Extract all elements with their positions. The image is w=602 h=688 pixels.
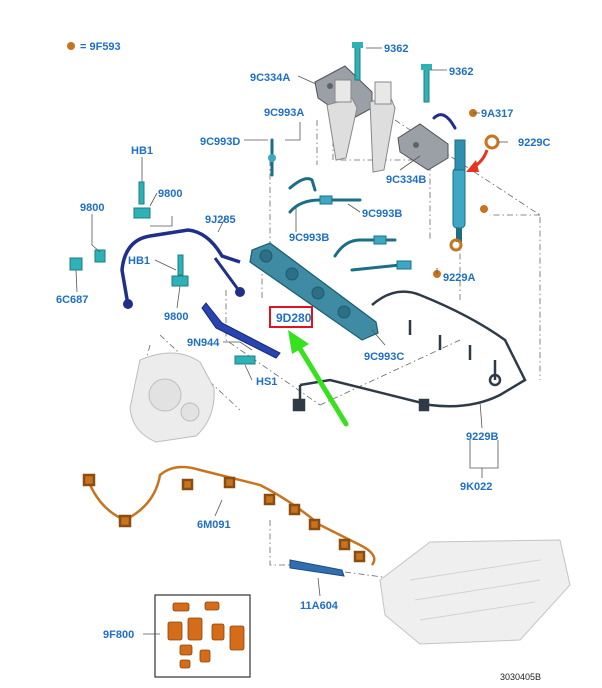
- label-9800-c: 9800: [164, 311, 188, 323]
- label-9c993a: 9C993A: [264, 107, 304, 119]
- image-code: 3030405B: [500, 672, 541, 682]
- label-9362-a: 9362: [384, 43, 408, 55]
- connector-kit-box: [154, 594, 251, 678]
- label-9362-b: 9362: [449, 66, 473, 78]
- bolt-9362-1: [352, 42, 363, 81]
- label-9229a: 9229A: [443, 272, 475, 284]
- injector-grey-1: [326, 79, 358, 161]
- label-9c993b-b: 9C993B: [289, 232, 329, 244]
- cylinder-head-silhouette: [379, 539, 571, 645]
- label-hs1: HS1: [256, 376, 277, 388]
- label-9800-a: 9800: [158, 188, 182, 200]
- red-arrow-icon: [466, 149, 489, 172]
- sensor-9800-a: [133, 181, 151, 219]
- legend-dot-icon: [67, 42, 75, 50]
- label-9a317: 9A317: [481, 108, 513, 120]
- label-9c993c: 9C993C: [364, 351, 404, 363]
- label-hb1-a: HB1: [131, 145, 153, 157]
- label-9229c: 9229C: [518, 137, 550, 149]
- legend: = 9F593: [67, 41, 121, 53]
- label-hb1-b: HB1: [128, 255, 150, 267]
- fuel-rail: [249, 242, 379, 341]
- leader-lines: [75, 47, 508, 635]
- label-9d280: 9D280: [276, 311, 312, 325]
- sensor-hs1: [234, 355, 256, 365]
- sensor-6c687: [69, 249, 106, 271]
- label-11a604: 11A604: [300, 600, 339, 612]
- fuel-pump-silhouette: [129, 352, 215, 443]
- bracket-9c334b: [397, 123, 449, 171]
- washer-9229a-icon: [449, 238, 463, 252]
- glow-plug-11a604: [289, 559, 345, 577]
- washer-9229c-icon: [484, 134, 500, 150]
- highlight-box: [269, 306, 313, 328]
- injector-teal: [452, 139, 466, 242]
- label-6c687: 6C687: [56, 294, 88, 306]
- harness-9k022: [292, 290, 527, 412]
- green-arrow-icon: [288, 330, 349, 427]
- orange-dot-icon: [480, 205, 488, 213]
- label-9c993d: 9C993D: [200, 136, 240, 148]
- label-6m091: 6M091: [197, 519, 231, 531]
- label-9j285: 9J285: [205, 214, 236, 226]
- callout-labels: 9362 9362 9C334A 9C993A 9A317 9C993D 922…: [56, 43, 550, 641]
- highlight-9d280: 9D280: [269, 306, 313, 328]
- pipe-9n944: [201, 302, 281, 359]
- fuel-hoses: [268, 113, 457, 272]
- label-9n944: 9N944: [187, 337, 220, 349]
- label-9k022: 9K022: [460, 481, 492, 493]
- label-9800-b: 9800: [80, 202, 104, 214]
- bolt-9362-2: [421, 64, 432, 103]
- label-9c993b-a: 9C993B: [362, 208, 402, 220]
- label-9c334b: 9C334B: [386, 174, 426, 186]
- sensor-9800-b: [171, 254, 189, 287]
- pipe-9j285: [120, 228, 245, 309]
- label-9c334a: 9C334A: [250, 72, 290, 84]
- label-9f800: 9F800: [103, 629, 134, 641]
- label-9229b: 9229B: [466, 431, 498, 443]
- legend-text: = 9F593: [80, 41, 121, 53]
- injector-grey-2: [369, 81, 396, 173]
- harness-6m091: [82, 465, 376, 566]
